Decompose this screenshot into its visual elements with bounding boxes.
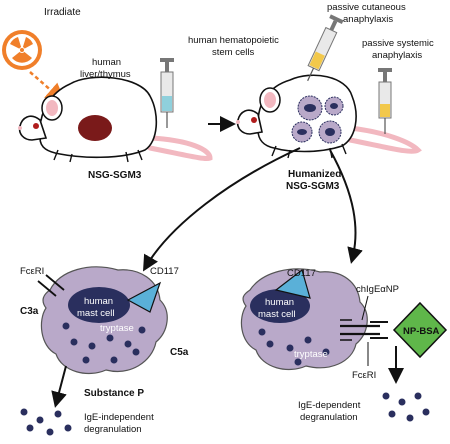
syringe-icon [160, 58, 174, 128]
mast-left-label-2: mast cell [77, 308, 114, 319]
fceri-receptor-icon [37, 274, 65, 297]
mast-right-label-1: human [265, 297, 294, 308]
mouse-nsg [18, 76, 213, 163]
ige-independent-label-1: IgE-independent [84, 412, 154, 423]
arrow-to-left-cell [142, 147, 301, 272]
stem-label-2: stem cells [212, 47, 254, 58]
tryptase-left-label: tryptase [100, 323, 134, 334]
cd117-left-label: CD117 [150, 266, 179, 277]
psa-label-2: anaphylaxis [372, 50, 422, 61]
ige-dependent-label-1: IgE-dependent [298, 400, 361, 411]
ige-dependent-label-2: degranulation [300, 412, 358, 423]
irradiate-label: Irradiate [44, 7, 81, 18]
fceri-left-label: FcεRI [20, 266, 44, 277]
c5a-label: C5a [170, 347, 189, 358]
nucleus [68, 287, 130, 323]
substance-p-label: Substance P [84, 388, 144, 399]
granules [62, 322, 146, 364]
ige-crosslink-icon [340, 319, 388, 341]
liver-thymus-graft [78, 115, 112, 141]
humanized-label-2: NSG-SGM3 [286, 181, 340, 192]
released-granules-right [382, 392, 430, 422]
mast-left-label-1: human [84, 296, 113, 307]
released-granules-left [20, 408, 72, 436]
mouse-humanized [236, 74, 422, 159]
nsg-label: NSG-SGM3 [88, 170, 142, 181]
np-bsa-label: NP-BSA [403, 326, 440, 337]
liver-label-2: liver/thymus [80, 69, 131, 80]
pca-label-2: anaphylaxis [343, 14, 393, 25]
syringe-icon [307, 14, 344, 82]
cd117-right-label: CD117 [287, 268, 316, 279]
fceri-right-label: FcεRI [352, 370, 376, 381]
mast-cell-left [37, 266, 168, 375]
np-bsa-antigen-icon [392, 301, 448, 359]
granules [258, 328, 330, 366]
cd117-receptor-icon [274, 268, 311, 299]
liver-label-1: human [92, 57, 121, 68]
cd117-receptor-icon [126, 281, 162, 313]
pca-label-1: passive cutaneous [327, 2, 406, 13]
mast-cell-right [240, 268, 368, 371]
psa-label-1: passive systemic [362, 38, 434, 49]
left-degranulation-arrow [51, 365, 67, 408]
stem-label-1: human hematopoietic [188, 35, 279, 46]
c3a-label: C3a [20, 306, 39, 317]
syringe-icon [378, 68, 392, 134]
chige-pointer [361, 295, 369, 321]
arrow-to-right-cell [329, 149, 363, 264]
humanized-label-1: Humanized [288, 169, 341, 180]
human-cell-cluster-icon [291, 95, 344, 144]
mast-right-label-2: mast cell [258, 309, 295, 320]
radiation-icon [2, 30, 42, 70]
chige-label: chIgEαNP [356, 284, 399, 295]
tryptase-right-label: tryptase [294, 349, 328, 360]
nucleus [250, 289, 310, 323]
ige-independent-label-2: degranulation [84, 424, 142, 435]
